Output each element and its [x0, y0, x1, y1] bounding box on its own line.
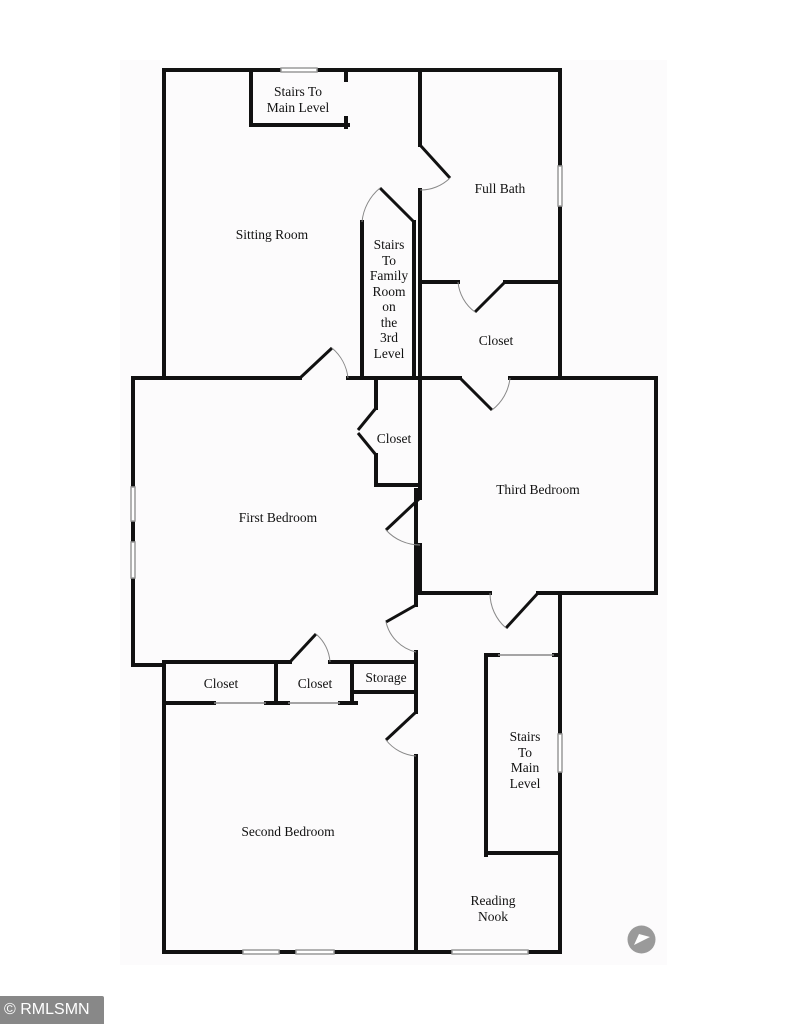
- watermark: © RMLSMN: [0, 996, 104, 1024]
- door-swing: [489, 592, 507, 629]
- room-label-second-bedroom: Second Bedroom: [241, 824, 335, 839]
- door-swing: [385, 621, 417, 653]
- door-leaf: [385, 603, 417, 624]
- door-leaf: [458, 376, 494, 412]
- door-leaf: [504, 591, 540, 630]
- room-label-closet-left: Closet: [203, 676, 239, 691]
- room-label-closet-bath: Closet: [478, 333, 514, 348]
- room-label-closet-hall: Closet: [376, 431, 412, 446]
- walls: [131, 68, 658, 954]
- room-label-closet-middle: Closet: [297, 676, 333, 691]
- window: [280, 67, 318, 73]
- room-label-stairs-to-main-level-upper: Stairs To Main Level: [266, 84, 330, 115]
- plan-backdrop: [120, 60, 667, 965]
- door-leaf: [356, 432, 378, 456]
- door-leaf: [298, 346, 334, 380]
- door-leaf: [288, 632, 318, 664]
- door-swing: [457, 281, 476, 313]
- window: [130, 486, 136, 522]
- window: [242, 949, 280, 955]
- window: [557, 165, 563, 207]
- door-leaf: [378, 186, 416, 224]
- door-swing: [361, 187, 381, 223]
- room-label-third-bedroom: Third Bedroom: [496, 482, 580, 497]
- room-label-storage: Storage: [365, 670, 407, 685]
- room-label-first-bedroom: First Bedroom: [238, 510, 318, 525]
- door-leaf: [473, 280, 507, 314]
- door-swing: [331, 347, 349, 379]
- window: [130, 541, 136, 579]
- room-label-reading-nook: Reading Nook: [470, 893, 516, 924]
- door-swing: [419, 177, 451, 191]
- door-swing: [385, 739, 417, 757]
- window: [557, 733, 563, 773]
- window: [295, 949, 335, 955]
- windows: [130, 67, 563, 955]
- room-label-stairs-to-main-level-lower: Stairs To Main Level: [509, 729, 541, 791]
- door-swing: [315, 633, 331, 663]
- door-leaf: [418, 143, 452, 180]
- doors: [214, 143, 554, 757]
- room-label-sitting-room: Sitting Room: [235, 227, 309, 242]
- door-leaf: [384, 496, 422, 532]
- north-arrow-icon: [627, 925, 656, 954]
- room-label-stairs-to-family-room: Stairs To Family Room on the 3rd Level: [369, 237, 409, 361]
- door-swing: [385, 529, 421, 546]
- window: [451, 949, 529, 955]
- door-leaf: [356, 407, 378, 431]
- door-leaf: [384, 710, 418, 742]
- room-label-full-bath: Full Bath: [474, 181, 526, 196]
- door-swing: [491, 377, 511, 411]
